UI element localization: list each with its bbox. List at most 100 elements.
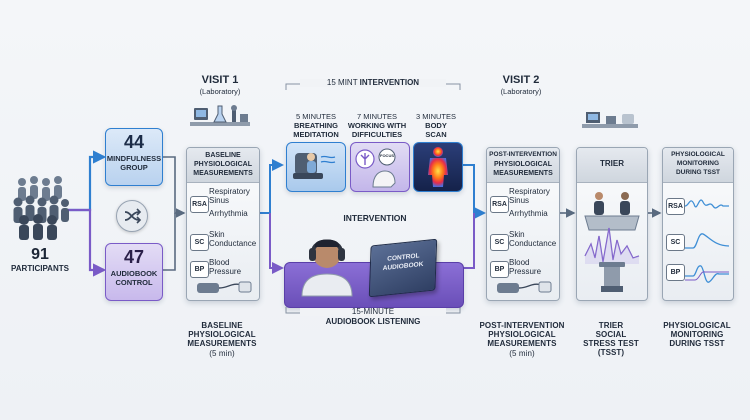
baseline-panel-header: BASELINE PHYSIOLOGICAL MEASUREMENTS: [187, 148, 259, 183]
control-audiobook-icon: CONTROL AUDIOBOOK: [368, 238, 438, 298]
listener-with-headphones-icon: [301, 239, 353, 297]
step3-line2: BODY: [425, 121, 447, 130]
post-blood-pressure-cuff-icon: [497, 281, 552, 293]
mindfulness-count: 44: [123, 132, 145, 152]
post-bp-line2: Pressure: [509, 267, 542, 276]
post-rsa-line3: Arrhythmia: [509, 209, 548, 218]
baseline-caption-line1: BASELINE: [201, 321, 243, 330]
post-panel-header: POST-INTERVENTION PHYSIOLOGICAL MEASUREM…: [487, 148, 559, 183]
working-with-difficulties-tile: FOCUS: [350, 142, 410, 192]
step3-line1: 3 MINUTES: [415, 112, 456, 121]
baseline-header-line2: PHYSIOLOGICAL: [194, 161, 252, 168]
monitor-caption-line3: DURING TSST: [669, 339, 725, 348]
trier-label-line3: STRESS TEST: [583, 339, 639, 348]
trier-stress-test-icon: [584, 192, 640, 292]
trier-label-line4: (TSST): [597, 348, 625, 357]
participants-label: PARTICIPANTS: [11, 264, 69, 273]
step2-line1: 7 MINUTES: [356, 112, 397, 121]
trier-lab-icon: [582, 112, 638, 128]
bp-badge: BP: [190, 261, 209, 278]
participants-crowd-icon: [13, 176, 69, 240]
post-caption-line2: PHYSIOLOGICAL: [488, 330, 556, 339]
post-rsa-line1: Respiratory: [509, 187, 550, 196]
audiobook-caption-line1: 15-MINUTE: [300, 307, 446, 317]
monitor-header-line2: MONITORING: [676, 160, 720, 167]
visit1-title: VISIT 1: [201, 74, 239, 86]
visit2-title: VISIT 2: [502, 74, 540, 86]
blood-pressure-cuff-icon: [197, 281, 252, 293]
bp-signal-icon: [685, 265, 729, 283]
post-rsa-badge: RSA: [490, 196, 509, 213]
monitor-rsa-badge: RSA: [666, 198, 685, 215]
post-intervention-panel: POST-INTERVENTION PHYSIOLOGICAL MEASUREM…: [486, 147, 560, 301]
post-header-line3: MEASUREMENTS: [493, 170, 553, 177]
step1-line1: 5 MINUTES: [295, 112, 336, 121]
trier-panel: TRIER: [576, 147, 648, 301]
mindfulness-label-line1: MINDFULNESS: [106, 154, 162, 163]
intervention-mid-label: INTERVENTION: [343, 213, 407, 223]
trier-label-line2: SOCIAL: [595, 330, 627, 339]
breathing-meditation-tile: [286, 142, 346, 192]
step2-line3: DIFFICULTIES: [351, 130, 403, 139]
rsa-signal-icon: [685, 199, 729, 209]
baseline-caption-line4: (5 min): [209, 349, 235, 358]
monitor-header-line3: DURING TSST: [675, 169, 721, 176]
step3-line3: SCAN: [425, 130, 447, 139]
mindfulness-label-line2: GROUP: [120, 163, 148, 172]
post-header-line2: PHYSIOLOGICAL: [494, 161, 552, 168]
trier-header: TRIER: [600, 159, 624, 168]
sc-label-line1: Skin: [209, 230, 225, 239]
sc-label-line2: Conductance: [209, 239, 257, 248]
participants-count: 91: [31, 246, 49, 263]
bp-label-line2: Pressure: [209, 267, 242, 276]
post-sc-badge: SC: [490, 234, 509, 251]
audiobook-caption-line2: AUDIOBOOK LISTENING: [325, 317, 421, 326]
trier-label-line1: TRIER: [598, 321, 624, 330]
sc-signal-icon: [685, 233, 729, 249]
focus-label: FOCUS: [380, 153, 394, 158]
post-bp-badge: BP: [490, 261, 509, 278]
post-sc-line2: Conductance: [509, 239, 557, 248]
post-caption-line3: MEASUREMENTS: [487, 339, 557, 348]
body-scan-icon: [428, 147, 448, 187]
body-scan-tile: [413, 142, 463, 192]
bp-label-line1: Blood: [209, 258, 230, 267]
intervention-top-bold: INTERVENTION: [359, 78, 420, 87]
monitor-caption-line1: PHYSIOLOGICAL: [663, 321, 731, 330]
audiobook-group-card: 47 AUDIOBOOK CONTROL: [105, 243, 163, 301]
baseline-measurements-panel: BASELINE PHYSIOLOGICAL MEASUREMENTS RSA …: [186, 147, 260, 301]
trier-panel-header: TRIER: [577, 148, 647, 183]
rsa-badge: RSA: [190, 196, 209, 213]
intervention-top-label: 15 MINT INTERVENTION: [300, 78, 446, 88]
intervention-top-prefix: 15 MINT: [326, 78, 360, 87]
step2-line2: WORKING WITH: [347, 121, 407, 130]
baseline-header-line3: MEASUREMENTS: [193, 170, 253, 177]
monitor-header-line1: PHYSIOLOGICAL: [671, 151, 725, 158]
baseline-caption-line3: MEASUREMENTS: [187, 339, 257, 348]
visit1-subtitle: (Laboratory): [199, 87, 241, 96]
post-caption-line4: (5 min): [509, 349, 535, 358]
rsa-label-line2: Sinus: [209, 196, 230, 205]
focus-head-icon: [355, 148, 396, 188]
rsa-label-line1: Respiratory: [209, 187, 250, 196]
laboratory-icon: [190, 105, 250, 126]
randomization-icon: [116, 200, 148, 232]
post-sc-line1: Skin: [509, 230, 525, 239]
audiobook-label-line2: CONTROL: [115, 278, 153, 287]
step1-line3: MEDITATION: [293, 130, 339, 139]
audiobook-label-line1: AUDIOBOOK: [110, 269, 158, 278]
monitor-caption-line2: MONITORING: [670, 330, 724, 339]
mindfulness-group-card: 44 MINDFULNESS GROUP: [105, 128, 163, 186]
meditation-chair-icon: [293, 153, 336, 179]
post-rsa-line2: Sinus: [509, 196, 530, 205]
audiobook-count: 47: [123, 247, 145, 267]
baseline-header-line1: BASELINE: [205, 152, 241, 159]
monitor-sc-badge: SC: [666, 234, 685, 251]
monitor-bp-badge: BP: [666, 264, 685, 281]
post-header-line1: POST-INTERVENTION: [489, 151, 557, 158]
post-bp-line1: Blood: [509, 258, 530, 267]
sc-badge: SC: [190, 234, 209, 251]
step1-line2: BREATHING: [293, 121, 339, 130]
